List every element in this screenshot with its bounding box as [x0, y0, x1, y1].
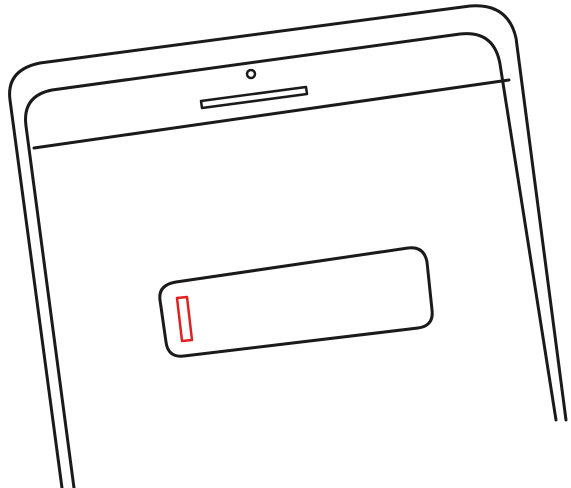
battery-casing: [160, 248, 432, 356]
screen-top-edge: [34, 80, 509, 148]
front-camera-icon: [247, 70, 255, 78]
phone-body-outer: [10, 6, 566, 488]
battery-level-indicator: [177, 297, 192, 341]
battery-icon: [160, 248, 432, 356]
speaker-grille-icon: [201, 87, 307, 108]
phone-body-inner: [26, 34, 556, 488]
